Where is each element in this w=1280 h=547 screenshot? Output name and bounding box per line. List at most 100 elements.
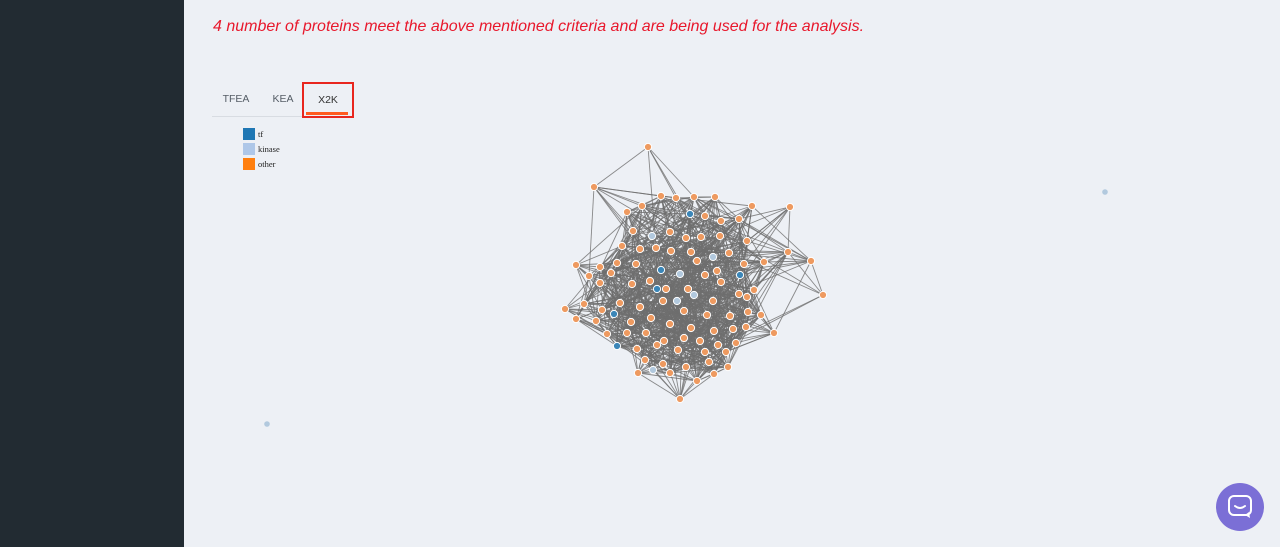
network-node-other	[785, 202, 795, 212]
network-node-other	[615, 298, 625, 308]
network-edge	[699, 326, 747, 342]
network-edge	[595, 320, 628, 334]
network-node-other	[652, 340, 662, 350]
network-node-other	[560, 304, 570, 314]
network-node-other	[659, 336, 669, 346]
tab-kea[interactable]: KEA	[272, 93, 294, 105]
network-edge	[679, 366, 687, 400]
tab-x2k-label: X2K	[318, 94, 338, 106]
network-edge	[564, 266, 601, 310]
network-edge	[583, 302, 621, 305]
network-node-other	[716, 277, 726, 287]
network-node-other	[617, 241, 627, 251]
legend-label-other: other	[258, 158, 276, 169]
network-node-other	[709, 326, 719, 336]
network-edge	[652, 366, 729, 371]
network-node-other	[651, 243, 661, 253]
network-edge	[626, 332, 639, 374]
network-node-other	[756, 310, 766, 320]
network-edge	[575, 302, 621, 320]
network-node-kinase	[708, 252, 718, 262]
network-node-other	[675, 394, 685, 404]
network-node-other	[631, 259, 641, 269]
network-node-other	[681, 233, 691, 243]
network-graph[interactable]	[184, 118, 1280, 547]
network-edge	[696, 351, 727, 382]
network-edge	[704, 274, 714, 302]
network-edge	[669, 372, 698, 382]
network-node-other	[769, 328, 779, 338]
network-edge	[655, 247, 789, 253]
network-node-other	[626, 317, 636, 327]
network-node-other	[731, 338, 741, 348]
network-edge	[763, 260, 812, 263]
network-edge	[677, 332, 775, 351]
network-node-other	[700, 211, 710, 221]
network-edge	[773, 260, 812, 334]
network-node-other	[679, 333, 689, 343]
tab-x2k[interactable]: X2K	[302, 82, 354, 118]
network-node-other	[742, 292, 752, 302]
network-node-other	[628, 226, 638, 236]
network-edge	[690, 314, 762, 329]
network-edge	[575, 245, 623, 266]
network-edge	[704, 274, 755, 291]
network-edge	[626, 317, 652, 334]
network-node-other	[658, 296, 668, 306]
network-edge	[583, 282, 601, 305]
network-node-other	[656, 191, 666, 201]
network-node-other	[749, 285, 759, 295]
network-node-other	[622, 328, 632, 338]
network-edge	[644, 359, 710, 363]
network-node-other	[759, 257, 769, 267]
network-node-other	[725, 311, 735, 321]
network-edge	[656, 274, 741, 290]
network-node-kinase	[1102, 189, 1108, 195]
network-edge	[704, 215, 721, 237]
network-edge	[746, 240, 812, 262]
tab-bar: TFEA KEA X2K	[212, 82, 354, 118]
network-edge	[626, 283, 633, 334]
network-edge	[787, 251, 812, 262]
network-edge	[690, 251, 730, 254]
network-node-kinase	[647, 231, 657, 241]
network-edge	[619, 302, 685, 312]
legend-swatch-tf	[243, 127, 255, 140]
network-edge	[649, 280, 689, 290]
network-edge	[753, 289, 775, 334]
network-node-other	[713, 340, 723, 350]
network-node-kinase	[675, 269, 685, 279]
network-node-other	[709, 369, 719, 379]
network-edge	[619, 300, 664, 304]
chat-button[interactable]	[1216, 483, 1264, 531]
network-node-tf	[652, 284, 662, 294]
network-edge	[641, 205, 702, 238]
legend-label-tf: tf	[258, 128, 264, 139]
network-node-tf	[612, 341, 622, 351]
network-edge	[669, 218, 740, 233]
network-node-other	[637, 201, 647, 211]
network-edge	[613, 313, 747, 328]
network-edge	[647, 146, 695, 198]
network-edge	[677, 349, 729, 368]
network-node-other	[595, 262, 605, 272]
network-node-other	[612, 258, 622, 268]
network-node-other	[633, 368, 643, 378]
network-node-other	[696, 232, 706, 242]
network-edge	[727, 342, 737, 368]
network-node-other	[595, 278, 605, 288]
tab-tfea[interactable]: TFEA	[222, 93, 250, 105]
network-node-other	[591, 316, 601, 326]
network-node-other	[704, 357, 714, 367]
legend: tf kinase other	[243, 126, 280, 171]
network-node-other	[700, 270, 710, 280]
network-edge	[595, 272, 612, 322]
network-edge	[720, 281, 755, 291]
network-node-other	[635, 302, 645, 312]
network-node-other	[747, 201, 757, 211]
network-edge	[712, 296, 748, 302]
network-edge	[662, 363, 698, 382]
network-edge	[588, 275, 633, 285]
network-edge	[719, 235, 748, 242]
network-node-other	[715, 231, 725, 241]
